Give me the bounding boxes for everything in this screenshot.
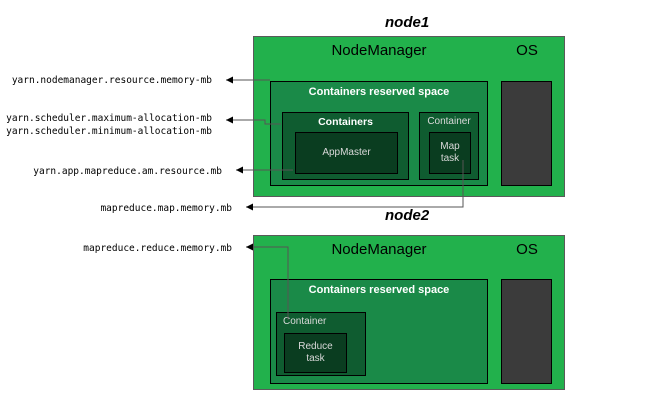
node1-os-label: OS bbox=[516, 42, 538, 59]
node1-appmaster-task-label: AppMaster bbox=[322, 147, 371, 158]
node2-nodemanager-label: NodeManager bbox=[331, 241, 427, 258]
node2-container-box: Container Reduce task bbox=[276, 312, 366, 376]
node1-title: node1 bbox=[385, 14, 430, 31]
node2-containers-reserved-space: Containers reserved space Container Redu… bbox=[270, 279, 488, 384]
arrow-head-nm-resource-memory bbox=[226, 76, 233, 84]
label-yarn-scheduler-minimum-allocation-mb: yarn.scheduler.minimum-allocation-mb bbox=[6, 126, 212, 137]
node1-os-inner-block bbox=[501, 81, 552, 186]
node2-reserved-label: Containers reserved space bbox=[308, 284, 450, 296]
node1-reserved-label: Containers reserved space bbox=[308, 86, 450, 98]
node1-map-task-label: Map task bbox=[440, 141, 460, 164]
node2-title: node2 bbox=[385, 207, 430, 224]
node1-container-box: Container Map task bbox=[419, 112, 479, 180]
arrow-head-reduce-memory bbox=[246, 243, 253, 251]
node1-map-task-box: Map task bbox=[429, 132, 471, 174]
node1-nodemanager-label: NodeManager bbox=[331, 42, 427, 59]
node2-box: NodeManager OS Containers reserved space… bbox=[253, 235, 565, 390]
node1-containers-box: Containers AppMaster bbox=[282, 112, 409, 180]
node1-containers-reserved-space: Containers reserved space Containers App… bbox=[270, 81, 488, 186]
node2-os-label: OS bbox=[516, 241, 538, 258]
label-yarn-nodemanager-resource-memory-mb: yarn.nodemanager.resource.memory-mb bbox=[11, 75, 212, 86]
arrow-head-am-resource-memory bbox=[236, 166, 243, 174]
label-yarn-app-mapreduce-am-resource-mb: yarn.app.mapreduce.am.resource.mb bbox=[33, 166, 222, 177]
label-mapreduce-reduce-memory-mb: mapreduce.reduce.memory.mb bbox=[83, 243, 232, 254]
node1-container-label: Container bbox=[427, 116, 471, 127]
node2-container-label: Container bbox=[283, 316, 327, 327]
node2-reduce-task-box: Reduce task bbox=[284, 333, 347, 373]
node2-reduce-task-label: Reduce task bbox=[298, 341, 333, 364]
node1-box: NodeManager OS Containers reserved space… bbox=[253, 36, 565, 197]
node2-os-inner-block bbox=[501, 279, 552, 384]
node1-appmaster-task-box: AppMaster bbox=[295, 132, 398, 174]
arrow-head-map-memory bbox=[246, 203, 253, 211]
label-yarn-scheduler-maximum-allocation-mb: yarn.scheduler.maximum-allocation-mb bbox=[6, 113, 212, 124]
label-mapreduce-map-memory-mb: mapreduce.map.memory.mb bbox=[100, 203, 232, 214]
node1-containers-label: Containers bbox=[318, 116, 373, 128]
arrow-head-scheduler-allocation bbox=[226, 116, 233, 124]
